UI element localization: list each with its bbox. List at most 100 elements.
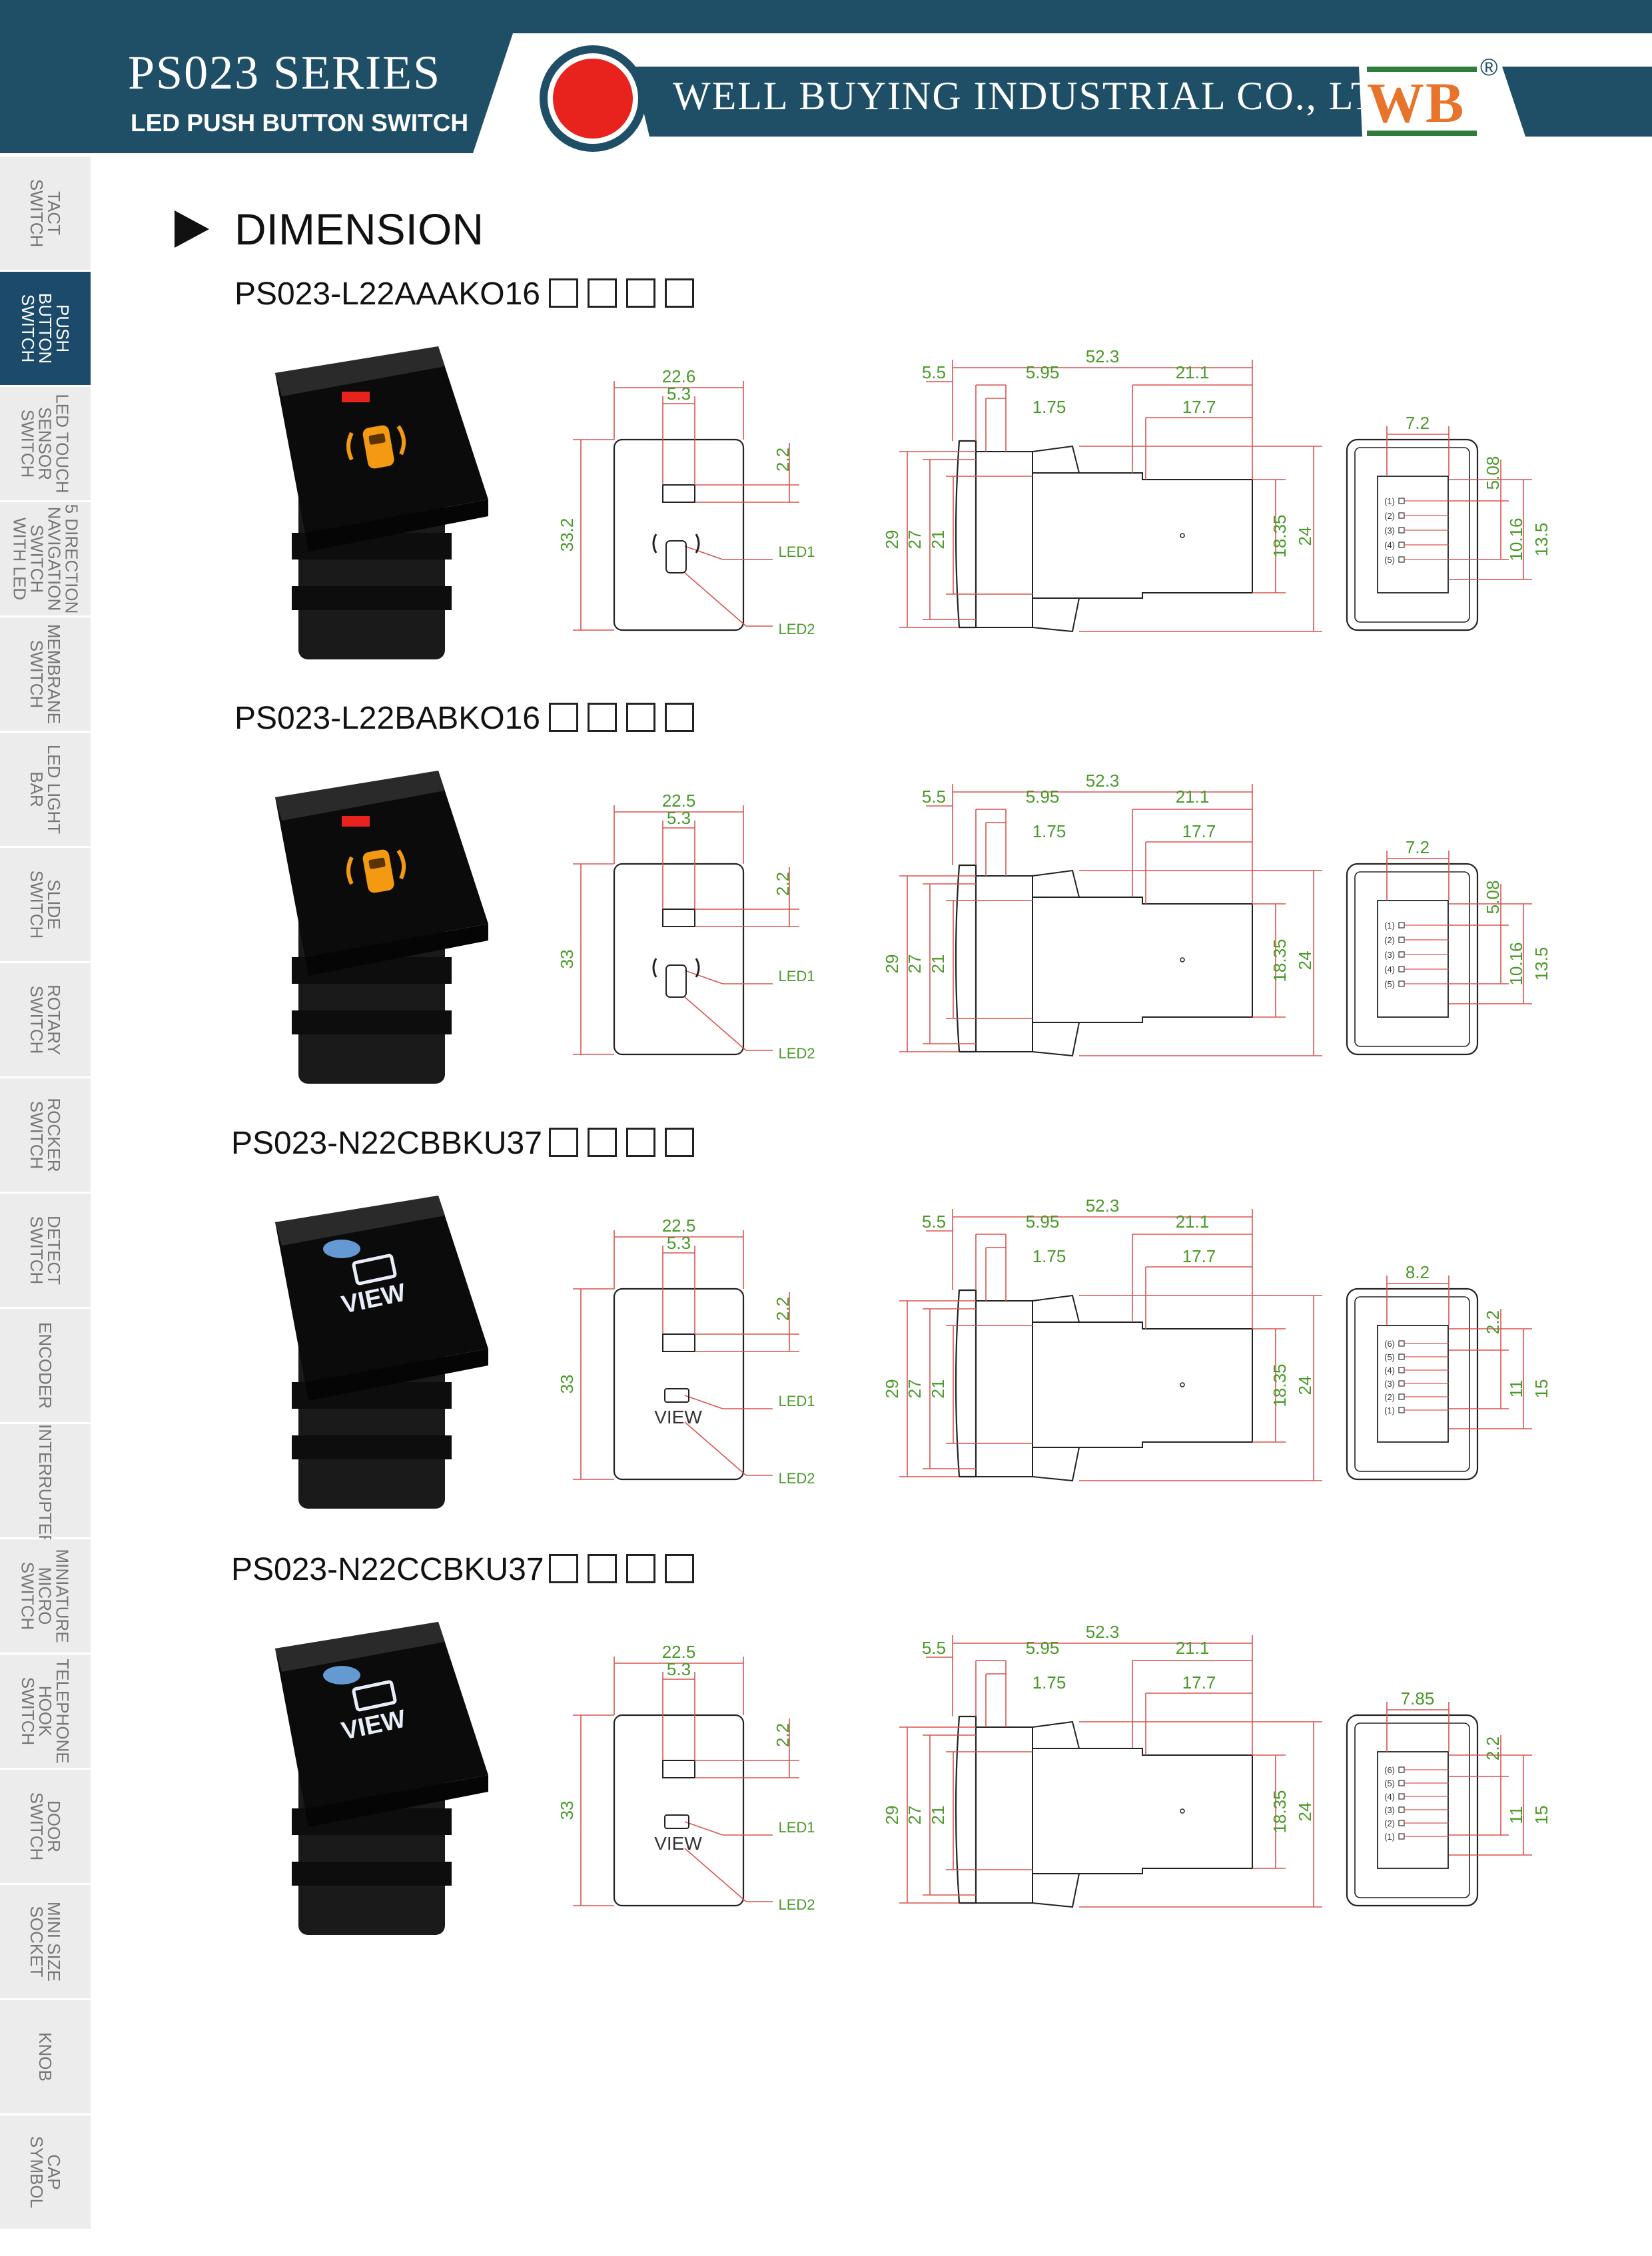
clip-offset-dimension: 1.75 (1032, 1246, 1066, 1266)
option-code-box (626, 703, 655, 732)
status-led-icon (323, 1666, 360, 1685)
option-code-box (549, 1554, 578, 1583)
sidebar-tab-label: DOOR SWITCH (27, 1792, 64, 1861)
pin-terminal (1398, 951, 1405, 958)
sidebar-tab-16[interactable]: KNOB (0, 2000, 91, 2115)
led-offset-dimension: 5.3 (667, 1233, 691, 1253)
led-gap-dimension: 2.2 (773, 872, 793, 896)
led-offset-dimension: 5.3 (667, 808, 691, 828)
flange-dimension: 5.95 (1026, 1638, 1060, 1658)
sidebar-tab-4[interactable]: MEMBRANE SWITCH (0, 617, 91, 733)
sidebar-tab-label: INTERRUPTER (35, 1424, 55, 1547)
total-length-dimension: 52.3 (1086, 1622, 1120, 1642)
flange-dimension: 5.95 (1026, 362, 1060, 382)
front-height-dimension: 33 (557, 950, 577, 969)
sidebar-tab-6[interactable]: SLIDE SWITCH (0, 848, 91, 963)
pin-label: (4) (1384, 540, 1395, 550)
sidebar-tab-13[interactable]: TELEPHONE HOOK SWITCH (0, 1655, 91, 1770)
pin-label: (3) (1384, 1379, 1395, 1389)
product-photo (275, 771, 488, 1084)
sidebar-tab-label: CAP SYMBOL (27, 2135, 64, 2209)
total-length-dimension: 52.3 (1086, 1196, 1120, 1216)
product-photo (275, 346, 488, 659)
pin-label: (5) (1384, 1778, 1395, 1788)
pin-label: (5) (1384, 555, 1395, 565)
led2-label: LED2 (778, 1896, 815, 1913)
sidebar-tab-7[interactable]: ROTARY SWITCH (0, 963, 91, 1078)
option-code-box (665, 1554, 694, 1583)
connector-inner-dimension: 17.7 (1182, 397, 1216, 417)
flange-dimension: 5.95 (1026, 787, 1060, 807)
housing-height-dimension: 21 (928, 1379, 948, 1399)
sidebar-tab-label: MEMBRANE SWITCH (27, 623, 64, 725)
pin-label: (6) (1384, 1765, 1395, 1775)
sidebar-tab-2[interactable]: LED TOUCH SENSOR SWITCH (0, 387, 91, 502)
front-height-dimension: 33.2 (557, 518, 577, 552)
sidebar-tab-8[interactable]: ROCKER SWITCH (0, 1078, 91, 1194)
sidebar-tab-11[interactable]: INTERRUPTER (0, 1424, 91, 1547)
housing-height-dimension: 21 (928, 530, 948, 550)
pin-terminal (1398, 922, 1405, 929)
pin-terminal (1398, 1340, 1405, 1347)
pin-label: (3) (1384, 950, 1395, 960)
sidebar-tab-9[interactable]: DETECT SWITCH (0, 1194, 91, 1309)
housing-height-dimension: 21 (928, 954, 948, 974)
front-height-dimension: 33 (557, 1801, 577, 1820)
pin-terminal (1398, 1380, 1405, 1387)
sidebar-tab-0[interactable]: TACT SWITCH (0, 157, 91, 272)
pin-terminal (1398, 1367, 1405, 1373)
red-dot-icon (553, 59, 633, 139)
sidebar-tab-10[interactable]: ENCODER (0, 1309, 91, 1424)
pin-label: (2) (1384, 1392, 1395, 1402)
option-code-box (588, 278, 617, 308)
series-title: PS023 SERIES (128, 46, 442, 99)
pin-label: (4) (1384, 964, 1395, 974)
sidebar-tab-label: 5 DIRECTION NAVIGATION SWITCH WITH LED (9, 504, 81, 614)
led-gap-dimension: 2.2 (773, 1723, 793, 1747)
section-arrow-icon (175, 210, 209, 248)
pin-span-dimension: 10.16 (1506, 518, 1526, 561)
clip-offset-dimension: 1.75 (1032, 397, 1066, 417)
sidebar-tab-label: KNOB (35, 2032, 55, 2081)
front-width-dimension: 22.5 (662, 1642, 696, 1662)
clip-height-dimension: 24 (1295, 951, 1315, 970)
housing-height-dimension: 21 (928, 1806, 948, 1825)
sidebar-tab-label: MINI SIZE SOCKET (27, 1902, 64, 1982)
bezel-depth-dimension: 5.5 (922, 787, 946, 807)
sidebar-tab-12[interactable]: MINIATURE MICRO SWITCH (0, 1539, 91, 1655)
connector-length-dimension: 21.1 (1176, 1212, 1210, 1232)
sidebar-tab-label: ENCODER (35, 1321, 55, 1409)
option-code-box (626, 1128, 655, 1157)
registered-mark: ® (1480, 53, 1498, 81)
connector-length-dimension: 21.1 (1176, 1638, 1210, 1658)
sidebar-tab-1[interactable]: PUSH BUTTON SWITCH (0, 272, 91, 387)
sidebar-tab-label: MINIATURE MICRO SWITCH (18, 1549, 73, 1643)
sidebar-tab-15[interactable]: MINI SIZE SOCKET (0, 1885, 91, 2000)
sidebar-tab-17[interactable]: CAP SYMBOL (0, 2115, 91, 2231)
pin-terminal (1398, 498, 1405, 504)
product-photo: VIEW (275, 1196, 488, 1509)
sidebar-tab-14[interactable]: DOOR SWITCH (0, 1770, 91, 1885)
clip-offset-dimension: 1.75 (1032, 1673, 1066, 1692)
pin-terminal (1398, 1833, 1405, 1840)
sidebar-tab-label: ROCKER SWITCH (27, 1098, 64, 1172)
pin-terminal (1398, 937, 1405, 943)
led-offset-dimension: 5.3 (667, 1659, 691, 1679)
pin-terminal (1398, 1780, 1405, 1786)
bezel-depth-dimension: 5.5 (922, 362, 946, 382)
status-led-icon (342, 392, 370, 402)
led1-label: LED1 (778, 1819, 815, 1836)
sidebar-tab-5[interactable]: LED LIGHT BAR (0, 733, 91, 848)
sidebar-tab-3[interactable]: 5 DIRECTION NAVIGATION SWITCH WITH LED (0, 502, 91, 617)
status-led-icon (342, 816, 370, 827)
pin-terminal (1398, 556, 1405, 563)
led-offset-dimension: 5.3 (667, 384, 691, 404)
bezel-height-dimension: 29 (882, 954, 902, 974)
pin-span-dimension: 11 (1506, 1806, 1526, 1824)
sidebar-tab-label: DETECT SWITCH (27, 1216, 64, 1285)
pin-terminal (1398, 1766, 1405, 1773)
option-code-box (549, 278, 578, 308)
